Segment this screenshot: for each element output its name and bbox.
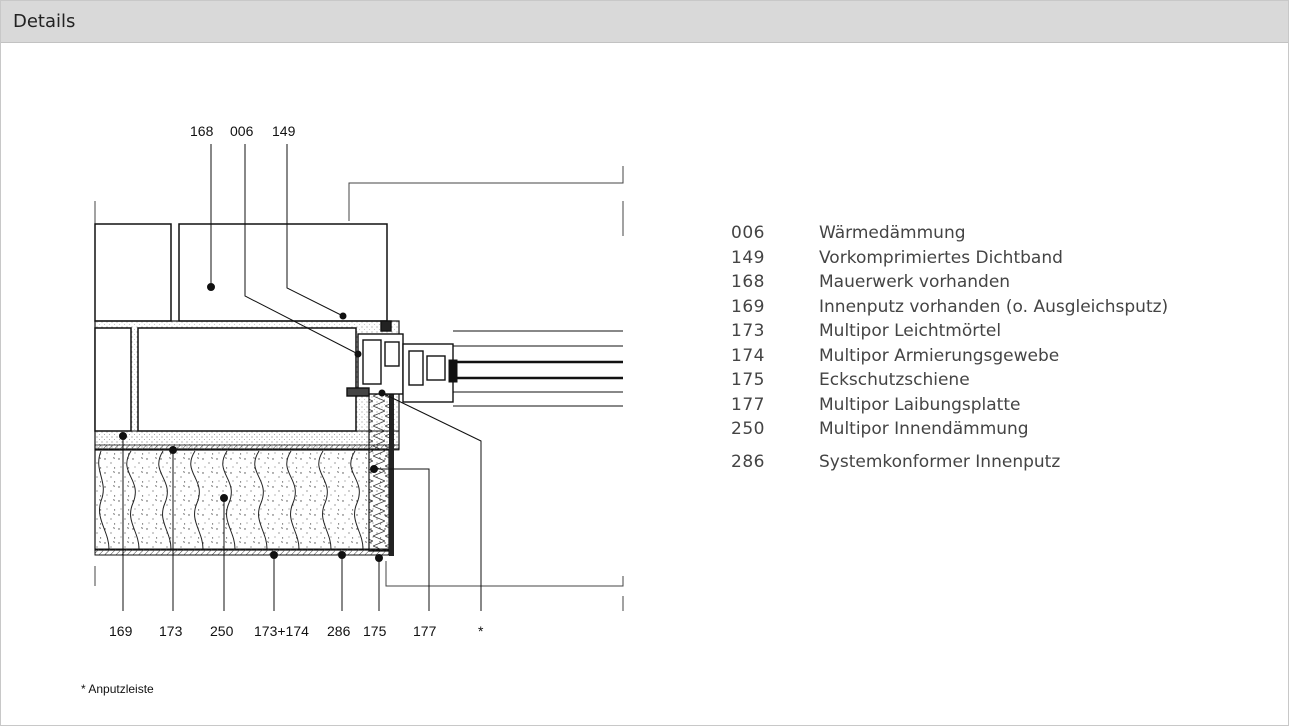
legend-row: 168 Mauerwerk vorhanden: [731, 270, 1168, 295]
callout-177: 177: [413, 623, 437, 639]
legend-row: 286 Systemkonformer Innenputz: [731, 450, 1168, 475]
callout-250: 250: [210, 623, 234, 639]
insulation-layer: [94, 449, 390, 551]
panel-title: Details: [13, 11, 76, 32]
legend-row: 169 Innenputz vorhanden (o. Ausgleichsput…: [731, 295, 1168, 320]
legend-row: 149 Vorkomprimiertes Dichtband: [731, 246, 1168, 271]
legend-desc: Wärmedämmung: [819, 223, 966, 244]
reveal-plaster: [389, 391, 394, 556]
callout-173-174: 173+174: [254, 623, 309, 639]
legend-desc: Eckschutzschiene: [819, 370, 970, 391]
panel-header: Details: [1, 1, 1288, 43]
insulation-bulbs: [98, 450, 364, 550]
drawing-footnote: * Anputzleiste: [81, 682, 154, 696]
legend-row: 174 Multipor Armierungsgewebe: [731, 344, 1168, 369]
brick-middle-right: [137, 327, 357, 432]
legend-code: 286: [731, 451, 765, 472]
callout-006: 006: [230, 123, 254, 139]
legend-row: 250 Multipor Innendämmung: [731, 417, 1168, 442]
callout-173: 173: [159, 623, 183, 639]
legend-code: 149: [731, 247, 765, 268]
brick-upper-right: [178, 223, 388, 322]
legend-code: 168: [731, 272, 765, 293]
legend-desc: Multipor Innendämmung: [819, 419, 1029, 440]
legend-desc: Systemkonformer Innenputz: [819, 451, 1061, 472]
legend-desc: Vorkomprimiertes Dichtband: [819, 247, 1063, 268]
callout-149: 149: [272, 123, 296, 139]
legend-code: 006: [731, 223, 765, 244]
legend-row: 177 Multipor Laibungsplatte: [731, 393, 1168, 418]
legend-code: 174: [731, 345, 765, 366]
glazing-lines: [448, 330, 623, 407]
callout-asterisk: *: [478, 623, 484, 639]
legend-list: 006 Wärmedämmung 149 Vorkomprimiertes Dich…: [731, 221, 1168, 474]
legend-code: 175: [731, 370, 765, 391]
section-drawing: 168 006 149: [94, 123, 624, 639]
legend-desc: Innenputz vorhanden (o. Ausgleichsputz): [819, 296, 1169, 317]
brick-middle-left: [94, 327, 132, 432]
callout-168: 168: [190, 123, 214, 139]
legend-code: 173: [731, 321, 765, 342]
legend-code: 177: [731, 394, 765, 415]
legend-desc: Multipor Leichtmörtel: [819, 321, 1002, 342]
legend-code: 250: [731, 419, 765, 440]
legend-row: 173 Multipor Leichtmörtel: [731, 319, 1168, 344]
callout-169: 169: [109, 623, 133, 639]
legend-code: 169: [731, 296, 765, 317]
leader-lines-bottom: [119, 389, 482, 611]
boundary-lines: [94, 166, 624, 611]
callout-286: 286: [327, 623, 351, 639]
callout-175: 175: [363, 623, 387, 639]
leader-lines-top: [207, 144, 362, 358]
legend-desc: Mauerwerk vorhanden: [819, 272, 1011, 293]
mortar-strip: [94, 444, 400, 451]
brick-upper-left: [94, 223, 172, 322]
legend-desc: Multipor Armierungsgewebe: [819, 345, 1060, 366]
legend-desc: Multipor Laibungsplatte: [819, 394, 1021, 415]
legend-row: 175 Eckschutzschiene: [731, 368, 1168, 393]
window-frame: [346, 320, 454, 403]
legend-row: 006 Wärmedämmung: [731, 221, 1168, 246]
